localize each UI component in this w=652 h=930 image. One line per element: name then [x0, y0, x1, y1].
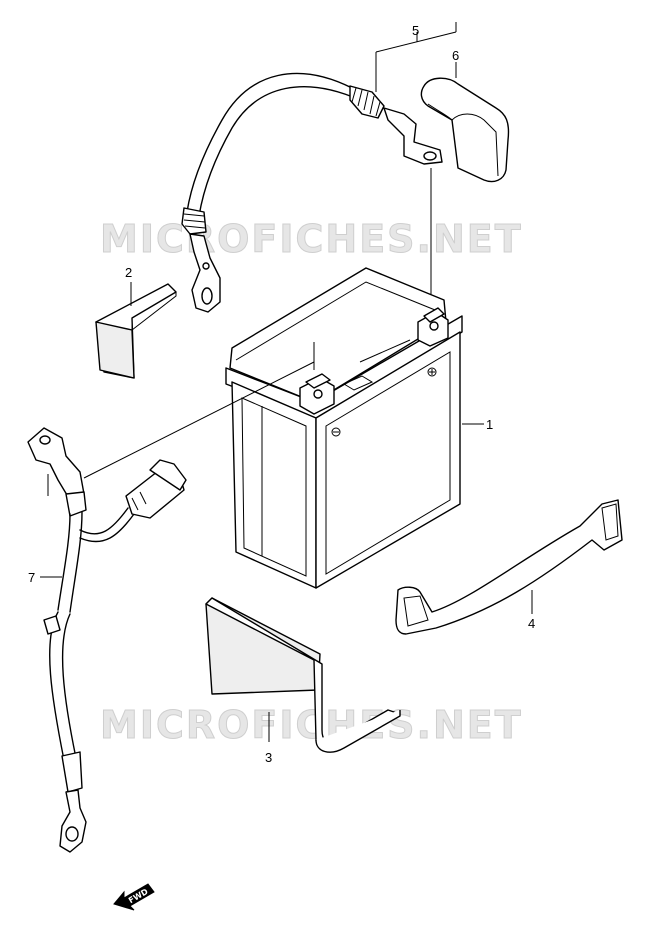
fwd-arrow-icon: FWD	[113, 883, 155, 911]
battery-strap	[395, 499, 623, 635]
battery	[225, 267, 463, 589]
callout-7: 7	[28, 570, 35, 585]
callout-6: 6	[452, 48, 459, 63]
watermark-bottom: MICROFICHES.NET	[100, 703, 523, 747]
terminal-cover	[420, 77, 510, 183]
callout-1: 1	[486, 417, 493, 432]
callout-3: 3	[265, 750, 272, 765]
callout-2: 2	[125, 265, 132, 280]
callout-4: 4	[528, 616, 535, 631]
battery-tray-pad	[205, 597, 401, 753]
battery-pad	[95, 283, 177, 379]
positive-cable	[181, 72, 443, 313]
callout-5-6-leader	[375, 22, 457, 300]
watermark-top: MICROFICHES.NET	[100, 217, 523, 261]
negative-cable	[27, 342, 315, 853]
callout-5: 5	[412, 23, 419, 38]
